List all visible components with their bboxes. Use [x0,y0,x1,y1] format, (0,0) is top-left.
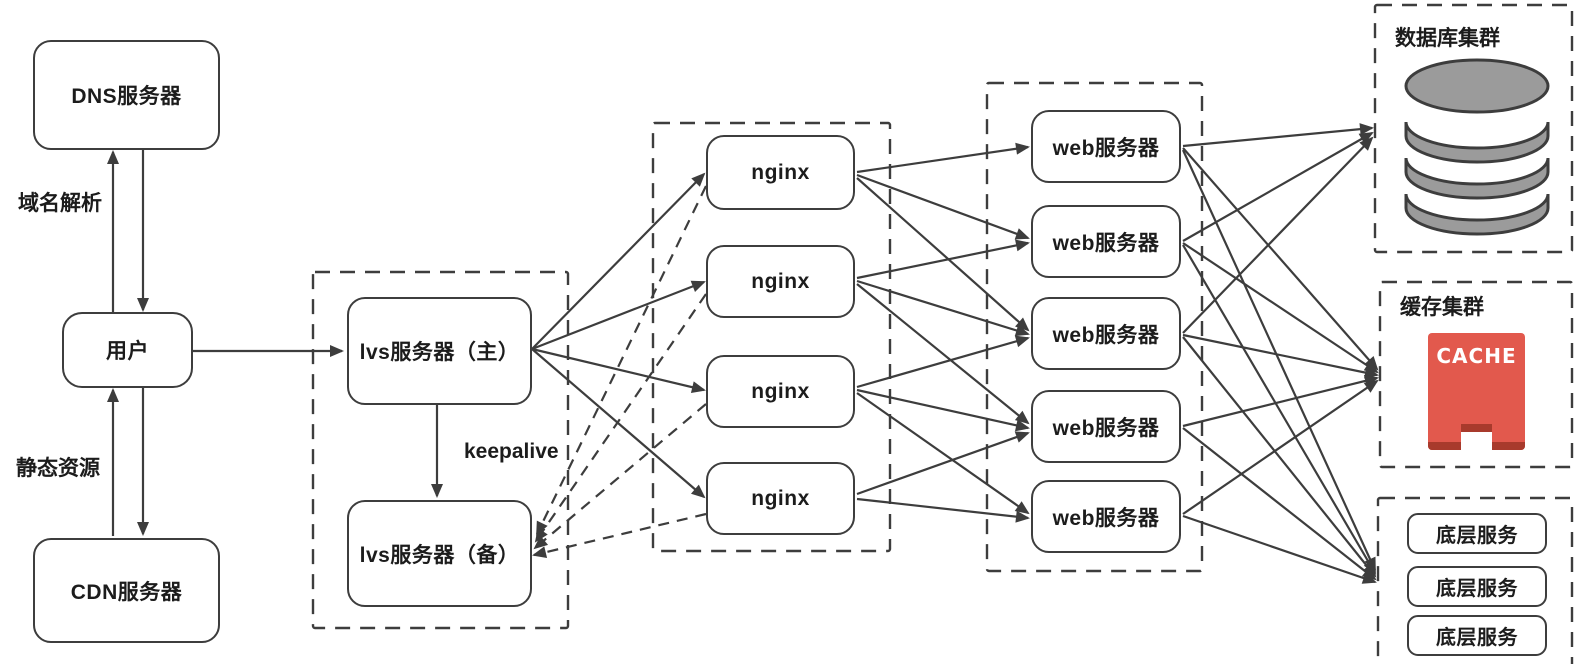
web-group-box [985,81,1204,573]
database-icon [1404,58,1550,236]
edges-nginx-lvsbackup [532,185,707,559]
edges-lvs-nginx [531,172,706,499]
node-web-server-4: web服务器 [1031,390,1181,463]
nginx-group-box [651,121,892,553]
node-nginx-1: nginx [706,135,855,210]
cache-icon-foot-right [1491,442,1525,450]
edges-nginx-web [856,142,1030,523]
node-cdn-server: CDN服务器 [33,538,220,643]
base-services-box [1376,496,1574,664]
cache-icon-label: CACHE [1436,344,1517,368]
node-dns-server: DNS服务器 [33,40,220,150]
node-lvs-master: lvs服务器（主） [347,297,532,405]
node-user: 用户 [62,312,193,388]
node-web-server-1: web服务器 [1031,110,1181,183]
edges-user-cdn [107,388,149,536]
node-base-service-1: 底层服务 [1407,513,1547,554]
node-base-service-2: 底层服务 [1407,566,1547,607]
keepalive-label: keepalive [464,440,559,463]
node-web-server-2: web服务器 [1031,205,1181,278]
node-lvs-backup: lvs服务器（备） [347,500,532,607]
node-nginx-3: nginx [706,355,855,428]
dns-edge-label: 域名解析 [18,192,102,215]
cache-icon: CACHE [1428,333,1525,450]
edges-web-cache [1182,147,1379,515]
edges-web-database [1182,123,1374,334]
node-nginx-2: nginx [706,245,855,318]
edges-dns-user [107,150,149,312]
lvs-group-box [311,270,570,630]
cdn-edge-label: 静态资源 [16,457,100,480]
cache-cluster-box [1378,280,1574,469]
edges-web-base [1181,149,1377,584]
cache-cluster-title: 缓存集群 [1400,296,1484,319]
database-cluster-title: 数据库集群 [1395,27,1500,50]
node-web-server-5: web服务器 [1031,480,1181,553]
cache-icon-notch [1461,424,1492,450]
node-web-server-3: web服务器 [1031,297,1181,370]
cache-icon-foot-left [1428,442,1462,450]
database-cluster-box [1373,3,1574,254]
node-base-service-3: 底层服务 [1407,615,1547,656]
node-nginx-4: nginx [706,462,855,535]
